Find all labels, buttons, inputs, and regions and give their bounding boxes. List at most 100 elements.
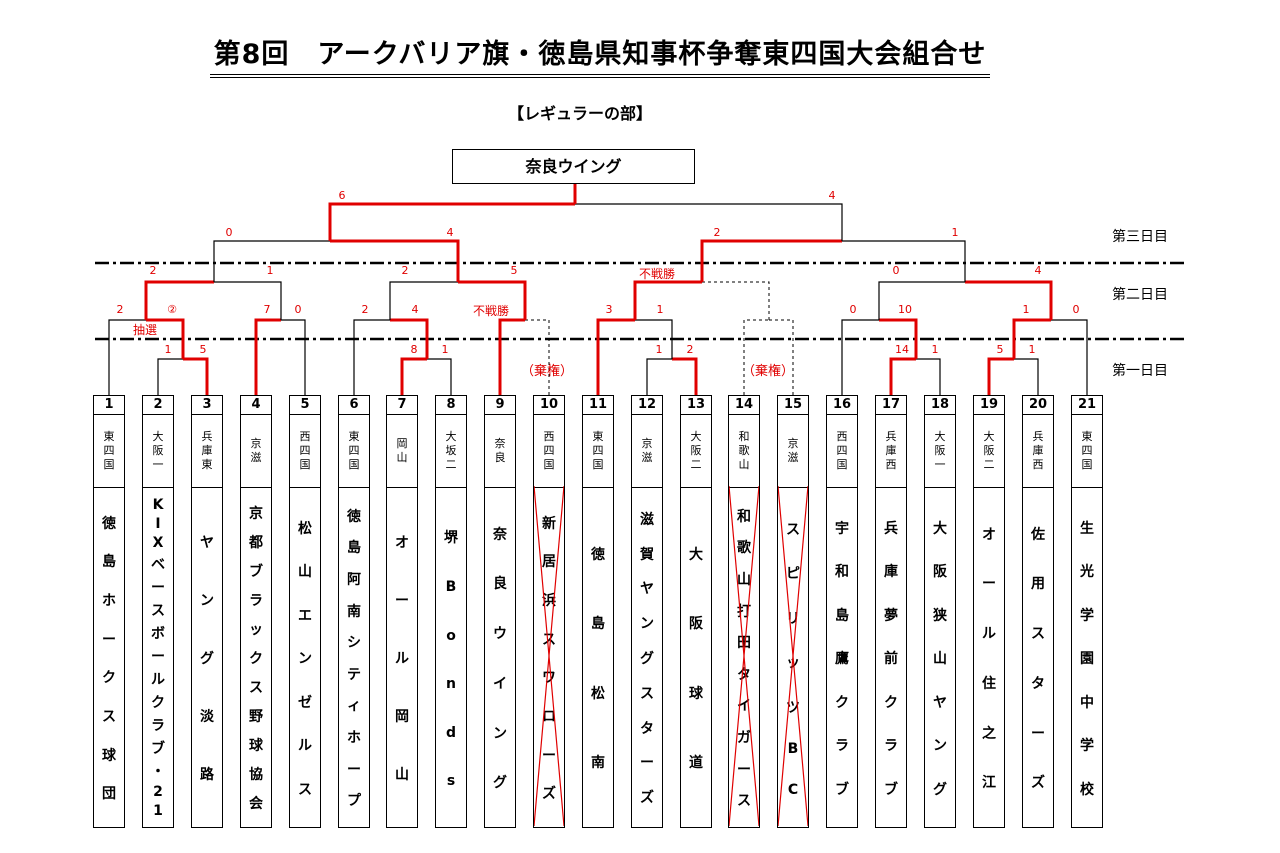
score-day1_19v20-1: 1 [1028, 343, 1036, 356]
team-name: 大阪狭山ヤング [933, 520, 947, 798]
title-container: 第8回 アークバリア旗・徳島県知事杯争奪東四国大会組合せ [0, 38, 1200, 78]
day-label-1: 第一日目 [1112, 363, 1168, 379]
score-day1_7v8-0: 8 [410, 343, 418, 356]
score-day1_2v3-0: 1 [164, 343, 172, 356]
score-day2_6v78-1: 4 [411, 303, 419, 316]
bracket-line [889, 357, 916, 395]
team-number: 15 [778, 396, 808, 415]
team-name: 佐用スターズ [1031, 526, 1045, 792]
team-prefecture: 大阪一 [143, 415, 173, 488]
score-day2_16v1718-1: 10 [898, 303, 912, 316]
team-number: 14 [729, 396, 759, 415]
team-number: 18 [925, 396, 955, 415]
bracket-line [916, 358, 941, 395]
bracket-line [987, 357, 1014, 395]
team-prefecture: 大阪二 [974, 415, 1004, 488]
bracket-line [646, 358, 672, 395]
bracket-line [702, 281, 770, 320]
team-prefecture: 和歌山 [729, 415, 759, 488]
bracket-line [498, 318, 525, 395]
team-prefecture: 西四国 [534, 415, 564, 488]
score-day2_R1-1: 4 [1034, 264, 1042, 277]
bracket-line [213, 240, 330, 282]
team-prefecture: 岡山 [387, 415, 417, 488]
team-number: 8 [436, 396, 466, 415]
bracket-line [672, 357, 698, 395]
bracket-line [596, 318, 635, 395]
team-prefecture: 兵庫東 [192, 415, 222, 488]
bracket-line [353, 319, 390, 395]
walkover-note-1: 不戦勝 [473, 304, 510, 318]
team-prefecture: 東四国 [339, 415, 369, 488]
team-number: 10 [534, 396, 564, 415]
team-number: 1 [94, 396, 124, 415]
team-name: ヤング淡路 [200, 535, 214, 783]
team-prefecture: 大阪一 [925, 415, 955, 488]
score-day2_1920v21-0: 1 [1022, 303, 1030, 316]
bracket-line [281, 319, 306, 395]
team-number: 11 [583, 396, 613, 415]
team-name: 徳島阿南シティホープ [347, 508, 361, 810]
bracket-line [879, 318, 918, 359]
team-name: 京都ブラックス野球協会 [249, 506, 263, 812]
bracket-line [769, 319, 794, 395]
bracket-line [575, 203, 843, 241]
team-name: 滋賀ヤングスターズ [640, 511, 654, 807]
score-day2_16v1718-0: 0 [849, 303, 857, 316]
score-day1_17v18-1: 1 [931, 343, 939, 356]
score-day2_L1-1: 1 [266, 264, 274, 277]
team-prefecture: 東四国 [1072, 415, 1102, 488]
division-subtitle: 【レギュラーの部】 [507, 104, 652, 123]
champion-box: 奈良ウイング [452, 149, 695, 184]
score-day2_1920v21-1: 0 [1072, 303, 1080, 316]
team-prefecture: 兵庫西 [876, 415, 906, 488]
bracket-line [389, 281, 458, 320]
score-day2_6v78-0: 2 [361, 303, 369, 316]
team-name: 兵庫夢前クラブ [884, 520, 898, 798]
bracket-line [965, 280, 1053, 320]
score-day2_R1-0: 0 [892, 264, 900, 277]
score-day3_L-0: 0 [225, 226, 233, 239]
bracket-line [427, 358, 452, 395]
bracket-line [400, 357, 427, 395]
score-final-0: 6 [338, 189, 346, 202]
bracket-line [390, 318, 429, 359]
bracket-line [144, 280, 214, 320]
team-name: オール住之江 [982, 526, 996, 792]
bracket-line [743, 319, 769, 395]
team-prefecture: 大坂二 [436, 415, 466, 488]
team-number: 6 [339, 396, 369, 415]
team-name: 奈良ウイング [493, 526, 507, 792]
team-name: オール岡山 [395, 535, 409, 783]
score-day1_7v8-1: 1 [441, 343, 449, 356]
day-label-3: 第三日目 [1112, 229, 1168, 245]
bracket-line [1051, 319, 1088, 395]
withdrawn-cross [729, 486, 759, 826]
bracket-line [108, 319, 146, 395]
withdrawn-cross [534, 486, 564, 826]
team-number: 7 [387, 396, 417, 415]
bracket-line [700, 239, 842, 282]
bracket-line [842, 240, 966, 282]
bracket-line [525, 319, 550, 395]
walkover-note-2: 不戦勝 [639, 267, 676, 281]
team-name: 宇和島鷹クラブ [835, 520, 849, 798]
team-number: 12 [632, 396, 662, 415]
score-day2_11v1213-1: 1 [656, 303, 664, 316]
team-prefecture: 京滋 [241, 415, 271, 488]
team-name: 徳島松南 [591, 546, 605, 772]
score-final-1: 4 [828, 189, 836, 202]
